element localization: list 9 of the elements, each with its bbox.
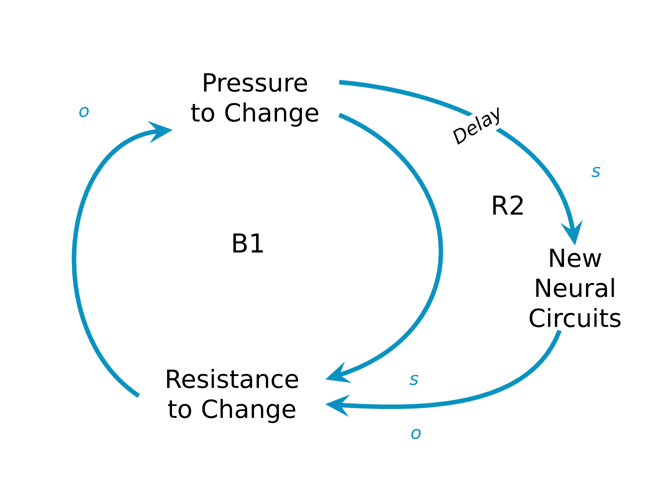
loop-label: B1 <box>233 234 263 252</box>
variable-label: Resistance to Change <box>167 368 298 424</box>
variable-label: Pressure to Change <box>191 73 318 127</box>
variable-label: New Neural Circuits <box>530 248 621 328</box>
polarity-label: s <box>410 374 418 386</box>
polarity-label: o <box>79 106 89 118</box>
loop-label: R2 <box>493 195 523 215</box>
polarity-label: o <box>411 428 421 440</box>
polarity-label: s <box>592 166 600 178</box>
